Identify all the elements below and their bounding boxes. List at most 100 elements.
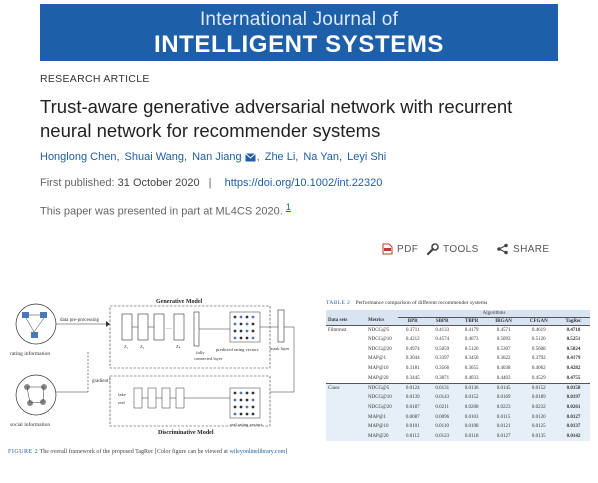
value-cell: 0.4529 bbox=[520, 373, 557, 384]
doi-link[interactable]: https://doi.org/10.1002/int.22320 bbox=[224, 177, 383, 189]
author-list: Honglong Chen, Shuai Wang, Nan Jiang , Z… bbox=[40, 151, 386, 163]
figure-caption-text: The overall framework of the proposed Ta… bbox=[39, 449, 228, 455]
metric-cell: MAP@20 bbox=[366, 373, 398, 384]
value-cell: 0.3044 bbox=[398, 354, 428, 364]
author-link[interactable]: Honglong Chen bbox=[40, 151, 117, 163]
fake-label: fake bbox=[118, 392, 126, 397]
mask-layer-label: mask layer bbox=[270, 346, 290, 351]
metric-cell: NDCG@10 bbox=[366, 334, 398, 345]
value-cell: 0.0139 bbox=[398, 392, 428, 403]
value-cell: 0.4033 bbox=[456, 373, 487, 384]
column-header: Metrics bbox=[366, 317, 398, 325]
algorithms-header: Algorithms bbox=[398, 310, 590, 318]
tools-label: TOOLS bbox=[443, 243, 479, 255]
svg-text:Zₖ: Zₖ bbox=[176, 344, 181, 349]
svg-text:Z₁: Z₁ bbox=[124, 344, 129, 349]
table-title: TABLE 2 Performance comparison of differ… bbox=[326, 300, 590, 306]
empty-cell bbox=[326, 412, 366, 422]
generative-model-label: Generative Model bbox=[156, 299, 202, 305]
value-cell: 0.0121 bbox=[486, 421, 521, 432]
author-link[interactable]: Leyi Shi bbox=[347, 151, 387, 163]
value-cell: 0.4133 bbox=[427, 324, 457, 335]
value-cell: 0.3445 bbox=[398, 373, 428, 384]
value-cell: 0.5120 bbox=[456, 344, 487, 355]
footnote-ref-link[interactable]: 1 bbox=[285, 202, 291, 212]
figure-2-diagram[interactable]: rating information social information da… bbox=[8, 292, 308, 460]
value-cell: 0.0158 bbox=[556, 382, 590, 393]
metric-cell: MAP@10 bbox=[366, 421, 398, 432]
value-cell: 0.0118 bbox=[456, 431, 487, 442]
empty-cell bbox=[326, 373, 366, 384]
column-header: CFGAN bbox=[520, 317, 557, 325]
value-cell: 0.0112 bbox=[398, 431, 428, 442]
first-published-date: 31 October 2020 bbox=[117, 177, 200, 189]
value-cell: 0.0197 bbox=[556, 392, 590, 403]
author-link[interactable]: Na Yan bbox=[303, 151, 340, 163]
journal-banner[interactable]: International Journal of INTELLIGENT SYS… bbox=[40, 4, 558, 61]
table-2[interactable]: TABLE 2 Performance comparison of differ… bbox=[326, 300, 590, 442]
value-cell: 0.5608 bbox=[520, 344, 557, 355]
article-title-line1: Trust-aware generative adversarial netwo… bbox=[40, 96, 513, 117]
fully-connected-layer bbox=[193, 311, 200, 347]
metric-cell: NDCG@20 bbox=[366, 402, 398, 413]
empty-cell bbox=[326, 431, 366, 442]
author-link[interactable]: Nan Jiang bbox=[192, 151, 242, 163]
pdf-button[interactable]: PDF bbox=[382, 242, 418, 256]
value-cell: 0.3397 bbox=[427, 354, 457, 364]
presentation-note-text: This paper was presented in part at ML4C… bbox=[40, 205, 283, 218]
value-cell: 0.3566 bbox=[427, 363, 457, 374]
rating-graph-icon bbox=[22, 312, 47, 338]
data-preprocessing-label: data pre-processing bbox=[60, 318, 100, 323]
real-label: real bbox=[118, 400, 125, 405]
value-cell: 0.0101 bbox=[398, 421, 428, 432]
dataset-cell: Ciaos bbox=[326, 382, 366, 393]
share-label: SHARE bbox=[513, 243, 550, 255]
value-cell: 0.0135 bbox=[520, 431, 557, 442]
author-link[interactable]: Zhe Li bbox=[264, 151, 296, 163]
discriminative-model-label: Discriminative Model bbox=[158, 430, 214, 436]
value-cell: 0.4062 bbox=[520, 363, 557, 374]
value-cell: 0.4179 bbox=[456, 324, 487, 335]
share-button[interactable]: SHARE bbox=[496, 242, 549, 256]
value-cell: 0.3792 bbox=[520, 354, 557, 364]
metric-cell: NDCG@5 bbox=[366, 324, 398, 335]
value-cell: 0.0110 bbox=[427, 421, 457, 432]
author-link[interactable]: Shuai Wang bbox=[124, 151, 185, 163]
value-cell: 0.0124 bbox=[398, 382, 428, 393]
table-title-text: Performance comparison of different reco… bbox=[355, 300, 488, 306]
empty-cell bbox=[326, 363, 366, 374]
table-title-label: TABLE 2 bbox=[326, 300, 351, 306]
mask-layer bbox=[277, 309, 285, 343]
corresponding-author-mail-icon[interactable] bbox=[244, 152, 256, 162]
value-cell: 0.0136 bbox=[456, 382, 487, 393]
value-cell: 0.0127 bbox=[486, 431, 521, 442]
dataset-cell: Filmtrust bbox=[326, 324, 366, 335]
pdf-icon bbox=[382, 243, 393, 255]
empty-cell bbox=[326, 334, 366, 345]
svg-text:Z₂: Z₂ bbox=[140, 344, 145, 349]
value-cell: 0.3622 bbox=[486, 354, 521, 364]
column-header: Data sets bbox=[326, 317, 366, 325]
journal-name-line1: International Journal of bbox=[199, 9, 399, 30]
value-cell: 0.0208 bbox=[456, 402, 487, 413]
value-cell: 0.4179 bbox=[556, 354, 590, 364]
metric-cell: MAP@1 bbox=[366, 412, 398, 422]
value-cell: 0.3655 bbox=[456, 363, 487, 374]
metric-cell: MAP@20 bbox=[366, 431, 398, 442]
column-header: SBPR bbox=[427, 317, 457, 325]
article-title: Trust-aware generative adversarial netwo… bbox=[40, 95, 560, 143]
tools-button[interactable]: TOOLS bbox=[426, 242, 479, 256]
article-title-line2: neural network for recommender systems bbox=[40, 120, 381, 141]
figure-caption-link[interactable]: wileyonlinelibrary.com bbox=[229, 449, 286, 455]
presentation-note: This paper was presented in part at ML4C… bbox=[40, 202, 291, 218]
